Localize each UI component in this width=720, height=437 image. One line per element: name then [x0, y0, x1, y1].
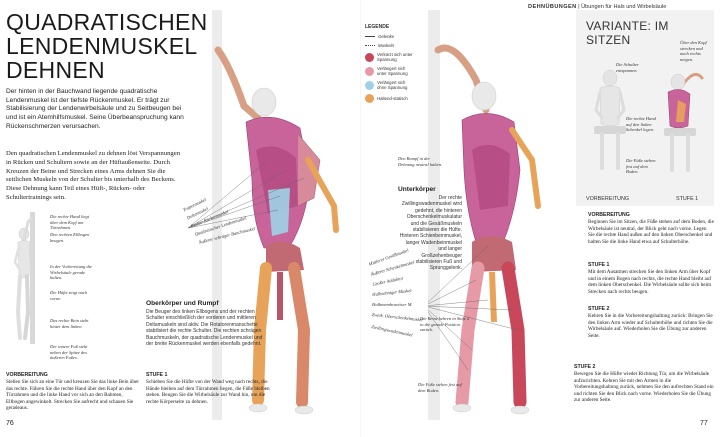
left-page: QUADRATISCHEN LENDENMUSKEL DEHNEN Der hi…	[6, 9, 339, 427]
seated-preparation-figure	[594, 69, 626, 170]
muscle-label: Großer Adduktor	[372, 275, 404, 287]
figure-caption: In der Vorbereitung die Wirbelsäule gera…	[50, 264, 92, 281]
oberkoerper-text: Die Beuger des linken Ellbogens und der …	[146, 309, 263, 348]
muscle-line-icon	[365, 45, 375, 46]
legend-label: Verkürzt sich unter Spannung	[377, 52, 413, 62]
variant-stufe2-text: Kehren Sie in die Vorbereitungshaltung z…	[588, 313, 713, 339]
variant-stufe1-text: Mit dem Ausatmen strecken Sie den linken…	[588, 269, 712, 295]
muscle-label: Zwillingswadenmuskel	[370, 324, 413, 338]
vorbereitung-text: Stellen Sie sich an eine Tür und kreuzen…	[6, 379, 140, 412]
page-number: 77	[700, 420, 708, 427]
variant-caption: Über den Kopf strecken und nach rechts n…	[680, 40, 707, 62]
unterkoerper-heading: Unterkörper	[398, 186, 436, 193]
anatomy-figure-left	[187, 10, 339, 420]
running-head: DEHNÜBUNGEN | Übungen für Hals und Wirbe…	[528, 4, 666, 10]
figure-caption: Der innere Fuß steht neben der Spitze de…	[50, 344, 88, 361]
oberkoerper-heading: Oberkörper und Rumpf	[146, 300, 219, 307]
page-number: 76	[6, 420, 14, 427]
stufe2-text: Bewegen Sie die Hüfte wieder Richtung Tü…	[574, 371, 714, 404]
seated-stretch-figure	[664, 72, 704, 172]
muscle-label: Zweik. Oberschenkelmuskel	[371, 312, 424, 323]
figure-caption: Das rechte Bein steht hinter dem linken.	[50, 318, 89, 329]
legend-label: Muskeln	[378, 43, 395, 48]
legend-label: Verlängert sich unter Spannung	[377, 66, 408, 76]
figure-caption: Die Füße stehen fest auf dem Boden.	[418, 382, 462, 393]
variant-caption: Die Füße stehen fest auf dem Boden.	[626, 158, 656, 175]
legend-item: Verkürzt sich unter Spannung	[365, 52, 415, 62]
page-title: QUADRATISCHEN LENDENMUSKEL DEHNEN	[6, 9, 208, 83]
legend-item: Haltend-statisch	[365, 94, 415, 103]
variant-panel: VARIANTE: IM SITZEN Die Schulter entspan…	[576, 10, 714, 206]
variant-caption: Die rechte Hand auf den linken Schenkel …	[626, 116, 656, 133]
vorbereitung-heading: VORBEREITUNG	[6, 372, 48, 378]
figure-caption: Den Rumpf in der Dehnung neutral halten.	[398, 156, 443, 167]
stufe1-text: Schieben Sie die Hüfte von der Wand weg …	[146, 379, 270, 405]
stufe1-heading: STUFE 1	[146, 372, 168, 378]
legend-label: Haltend-statisch	[377, 96, 408, 101]
variant-label-prep: VORBEREITUNG	[586, 196, 630, 202]
legend-item: Verlängert sich unter Spannung	[365, 66, 415, 76]
anatomy-figure-right	[428, 10, 541, 420]
figure-caption: Den rechten Ellbogen beugen.	[50, 232, 90, 243]
variant-label-stage: STUFE 1	[676, 196, 699, 202]
body-paragraph: Den quadratischen Lendenmuskel zu dehnen…	[6, 150, 181, 201]
variant-stufe1-heading: STUFE 1	[588, 262, 610, 268]
legend-item: Muskeln	[365, 43, 415, 48]
stufe2-heading: STUFE 2	[574, 364, 596, 370]
shortening-dot-icon	[365, 52, 374, 62]
variant-vorbereitung-text: Beginnen Sie im Sitzen, die Füße stehen …	[588, 219, 714, 245]
running-head-divider: |	[578, 4, 582, 10]
muscle-label: Halbmembranöser M.	[372, 302, 413, 307]
lengthening-dot-icon	[365, 66, 374, 76]
legend-label: Gelenke	[378, 34, 395, 39]
joint-line-icon	[365, 36, 375, 37]
running-head-section: DEHNÜBUNGEN	[528, 4, 577, 10]
variant-title: VARIANTE: IM SITZEN	[586, 19, 669, 47]
legend-item: Gelenke	[365, 34, 415, 39]
running-head-subsection: Übungen für Hals und Wirbelsäule	[581, 4, 667, 10]
intro-paragraph: Der hinten in der Bauchwand liegende qua…	[6, 88, 184, 130]
page-gutter	[359, 0, 361, 437]
muscle-label: Halbsehniger Muskel	[372, 287, 412, 297]
preparation-figure	[13, 212, 35, 344]
legend-item: Verlängert sich ohne Spannung	[365, 80, 415, 90]
variant-vorbereitung-heading: VORBEREITUNG	[588, 212, 630, 218]
legend: LEGENDE Gelenke Muskeln Verkürzt sich un…	[365, 24, 415, 107]
unterkoerper-text: Der rechte Zwillingswadenmuskel wird ged…	[399, 195, 462, 272]
passive-stretch-dot-icon	[365, 80, 374, 90]
static-dot-icon	[365, 94, 374, 103]
legend-title: LEGENDE	[365, 24, 390, 30]
figure-caption: Die Hüfte zeigt nach vorne.	[50, 290, 88, 301]
variant-caption: Die Schulter entspannen.	[616, 62, 639, 73]
figure-caption: Die Beine kehren in Stufe 2 in die gerad…	[420, 316, 470, 333]
figure-caption: Die rechte Hand liegt über dem Kopf am T…	[50, 214, 89, 231]
variant-stufe2-heading: STUFE 2	[588, 306, 610, 312]
legend-label: Verlängert sich ohne Spannung	[377, 80, 408, 90]
